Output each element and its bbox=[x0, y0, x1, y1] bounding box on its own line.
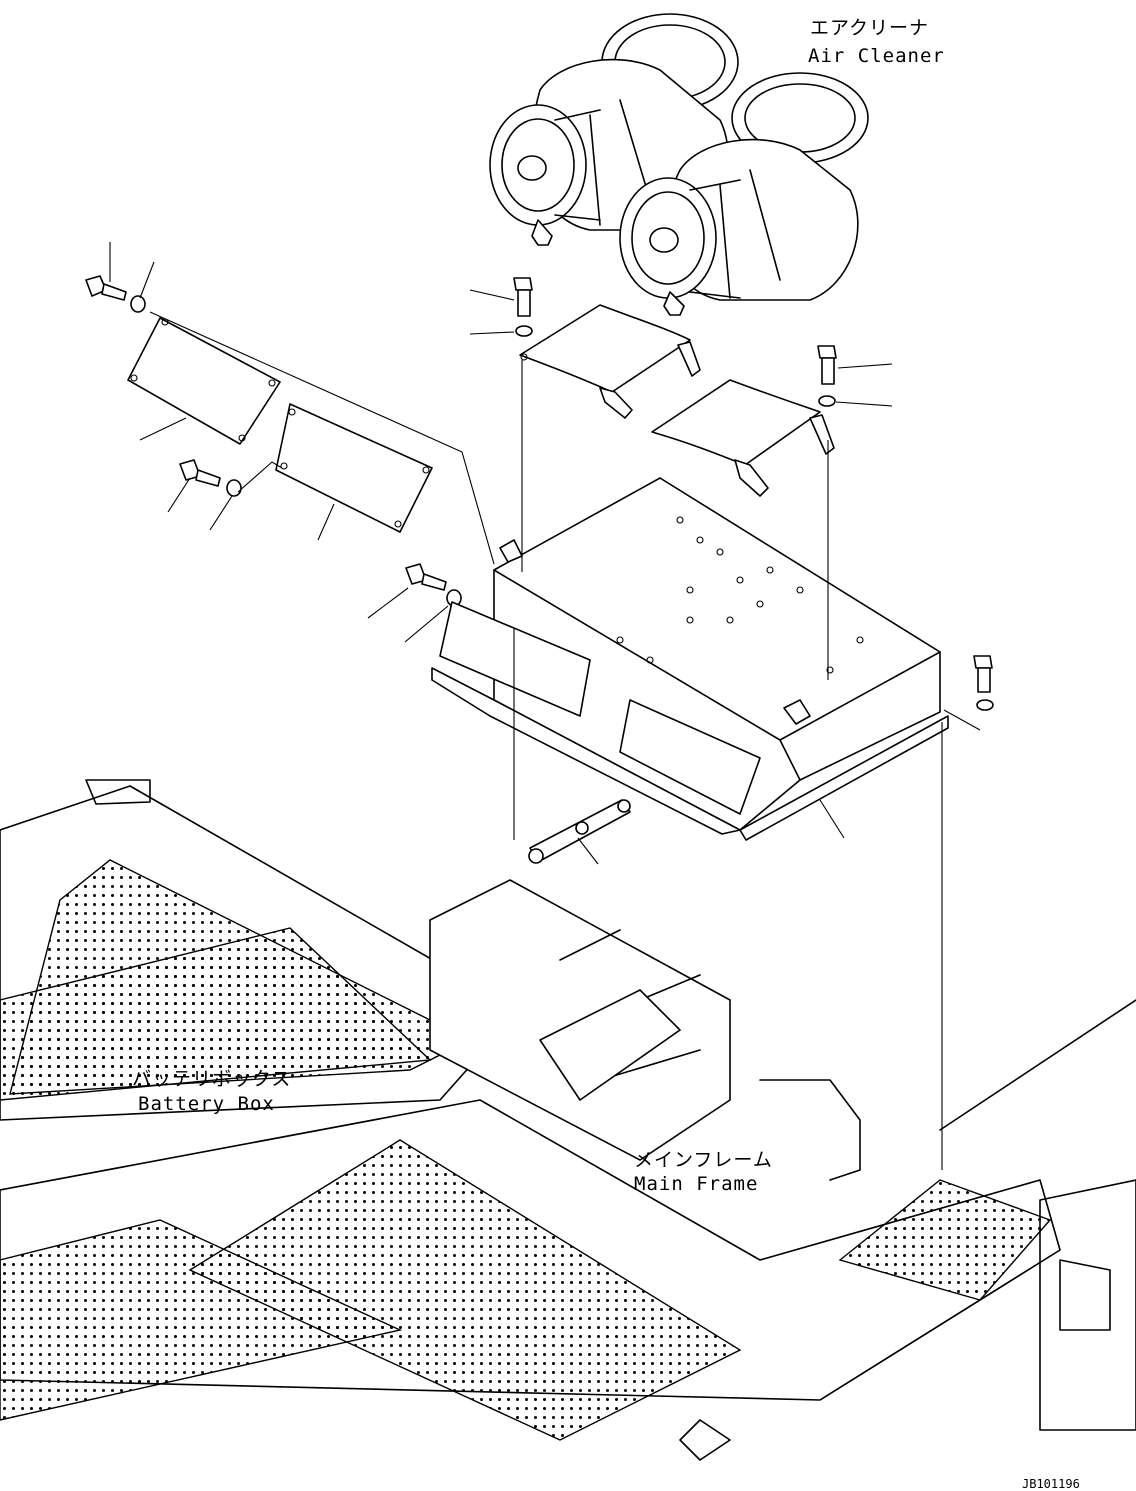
main-frame: メインフレーム Main Frame bbox=[0, 879, 1136, 1461]
air-cleaner-label-jp: エアクリーナ bbox=[810, 17, 929, 39]
battery-box-label-en: Battery Box bbox=[138, 1093, 275, 1115]
air-cleaner-front bbox=[619, 72, 869, 316]
leader-plate-upper bbox=[149, 311, 495, 565]
cleaner-mount-bracket-left bbox=[519, 304, 701, 419]
leader-plate-lower bbox=[237, 461, 283, 493]
cleaner-base-box bbox=[431, 477, 949, 841]
cover-plate-upper bbox=[127, 317, 281, 445]
support-bar bbox=[528, 799, 631, 865]
guide-leaders bbox=[513, 360, 943, 1170]
box-holes bbox=[616, 516, 864, 674]
drawing-code: JB101196 bbox=[1022, 1477, 1080, 1491]
cleaner-mount-bracket-right bbox=[651, 379, 835, 497]
battery-box: バッテリボックス Battery Box bbox=[0, 779, 521, 1121]
fasteners bbox=[85, 242, 994, 731]
air-cleaner-assembly: エアクリーナ Air Cleaner bbox=[489, 13, 945, 316]
cover-plate-lower bbox=[275, 403, 433, 541]
air-cleaner-label-en: Air Cleaner bbox=[808, 45, 945, 67]
main-frame-label-jp: メインフレーム bbox=[634, 1149, 773, 1171]
main-frame-label-en: Main Frame bbox=[634, 1173, 758, 1195]
battery-box-label-jp: バッテリボックス bbox=[132, 1068, 291, 1090]
